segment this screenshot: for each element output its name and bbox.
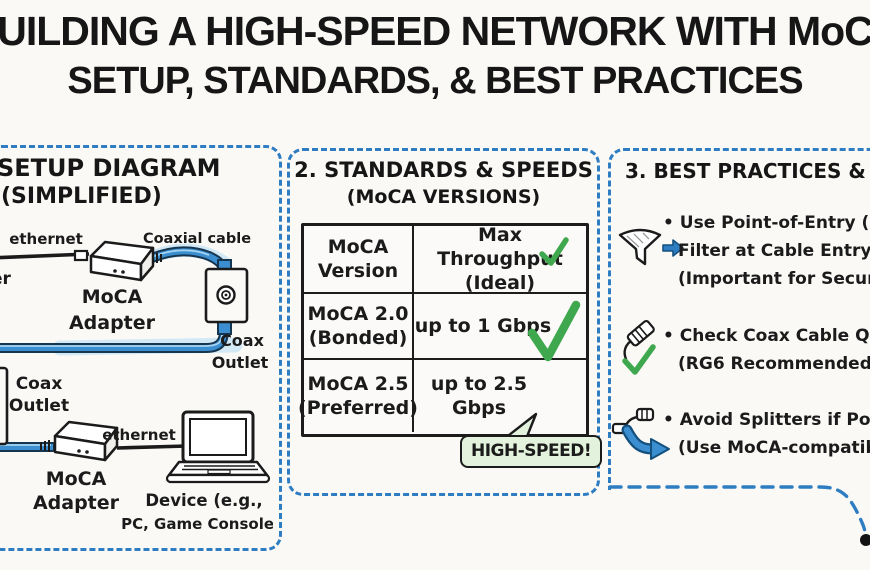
header-cell-throughput: Max Throughput (Ideal) bbox=[437, 224, 563, 294]
high-speed-callout: HIGH-SPEED! bbox=[460, 435, 603, 468]
practice-item-poe-filter: • Use Point-of-Entry (P Filter at Cable … bbox=[663, 213, 870, 289]
panel-best-practices: 3. BEST PRACTICES & T • Use Point-of-Ent… bbox=[608, 148, 870, 490]
moca-adapter-bottom-icon bbox=[40, 420, 119, 462]
coax-cable-check-icon bbox=[622, 319, 656, 375]
practice-item-avoid-splitters: • Avoid Splitters if Pos (Use MoCA-compa… bbox=[663, 410, 870, 458]
coax-outlet-left-label-2: Outlet bbox=[9, 396, 69, 416]
practices-panel-bottom-border bbox=[608, 485, 870, 546]
router-partial-label: er bbox=[0, 269, 12, 289]
device-label-1: Device (e.g., bbox=[145, 491, 262, 510]
practices-panel-heading: 3. BEST PRACTICES & T bbox=[625, 159, 870, 183]
moca-adapter-top-label-1: MoCA bbox=[82, 286, 143, 308]
table-row-moca-2-5: MoCA 2.5 (Preferred) up to 2.5 Gbps bbox=[298, 360, 586, 432]
standards-panel-heading: 2. STANDARDS & SPEEDS bbox=[294, 158, 593, 182]
setup-panel-subheading: (SIMPLIFIED) bbox=[1, 184, 162, 209]
header-cell-version: MoCA Version bbox=[304, 226, 414, 292]
setup-panel-heading: SETUP DIAGRAM bbox=[0, 154, 221, 182]
check-icon-2-5gbps bbox=[527, 300, 581, 362]
ethernet-top-label: ethernet bbox=[9, 230, 83, 248]
cell-throughput-2-5: up to 2.5 Gbps bbox=[430, 373, 528, 419]
page-title-line-2: SETUP, STANDARDS, & BEST PRACTICES bbox=[67, 60, 803, 102]
cell-throughput-2-0: up to 1 Gbps bbox=[414, 315, 552, 337]
practice-item-coax-quality: • Check Coax Cable Qu (RG6 Recommended) bbox=[663, 326, 870, 374]
moca-versions-table: MoCA Version Max Throughput (Ideal) MoCA… bbox=[298, 223, 589, 437]
page-title-line-1: BUILDING A HIGH-SPEED NETWORK WITH MoCA bbox=[0, 8, 870, 54]
splitter-arrow-icon bbox=[611, 407, 670, 460]
panel-standards-speeds: 2. STANDARDS & SPEEDS (MoCA VERSIONS) Mo… bbox=[287, 148, 603, 496]
cell-version-2-5: MoCA 2.5 (Preferred) bbox=[298, 360, 418, 432]
panel-setup-diagram: SETUP DIAGRAM (SIMPLIFIED) bbox=[0, 145, 282, 551]
table-header-row: MoCA Version Max Throughput (Ideal) bbox=[304, 224, 586, 294]
coax-outlet-left-icon bbox=[0, 366, 9, 446]
table-row-moca-2-0: MoCA 2.0 (Bonded) up to 1 Gbps bbox=[304, 294, 586, 360]
ethernet-cable-bottom bbox=[116, 444, 188, 450]
device-label-2: PC, Game Console) bbox=[121, 515, 273, 533]
ethernet-cable-top bbox=[0, 252, 90, 260]
moca-adapter-bottom-label-2: Adapter bbox=[33, 492, 120, 514]
check-icon-1gbps bbox=[539, 237, 569, 266]
standards-panel-subheading: (MoCA VERSIONS) bbox=[346, 186, 541, 208]
coax-outlet-left-label-1: Coax bbox=[16, 374, 63, 394]
moca-adapter-top-icon bbox=[73, 240, 162, 282]
ethernet-bottom-label: ethernet bbox=[102, 426, 176, 444]
setup-network-diagram: ethernet Coaxial cable er MoCA Adapter C… bbox=[0, 230, 273, 533]
laptop-device-icon bbox=[165, 410, 271, 484]
coaxial-cable-label: Coaxial cable bbox=[143, 231, 251, 247]
moca-adapter-top-label-2: Adapter bbox=[69, 312, 156, 334]
moca-adapter-bottom-label-1: MoCA bbox=[46, 468, 107, 490]
coax-outlet-right-icon bbox=[204, 259, 249, 335]
coax-outlet-right-label-2: Outlet bbox=[212, 353, 269, 372]
cell-version-2-0: MoCA 2.0 (Bonded) bbox=[304, 294, 414, 358]
poe-filter-funnel-icon bbox=[618, 228, 684, 266]
border-end-dot bbox=[860, 534, 870, 546]
coax-outlet-right-label-1: Coax bbox=[220, 331, 265, 350]
